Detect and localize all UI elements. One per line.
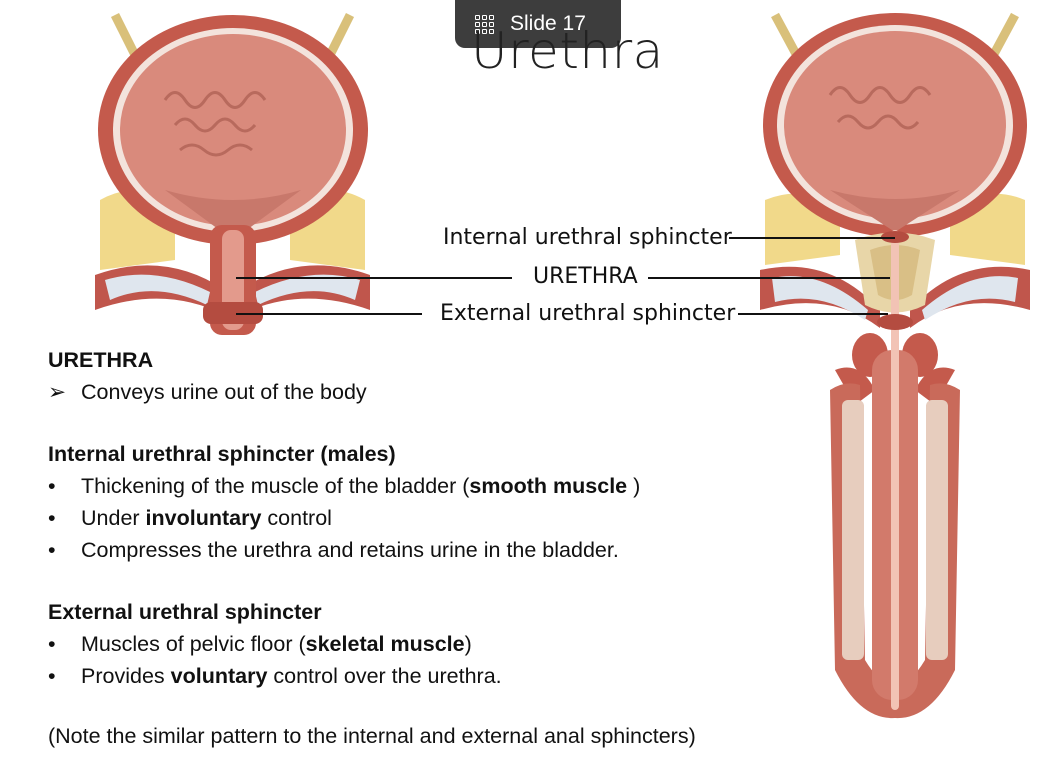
list-item-text: Conveys urine out of the body (81, 380, 367, 404)
dot-bullet-icon: • (48, 474, 56, 498)
section-heading: External urethral sphincter (48, 600, 322, 624)
list-item: • Compresses the urethra and retains uri… (48, 534, 640, 566)
male-bladder-illustration (760, 12, 1030, 719)
list-item: • Thickening of the muscle of the bladde… (48, 470, 640, 502)
internal-sphincter-label: Internal urethral sphincter (443, 225, 732, 250)
urethra-section: URETHRA ➢ Conveys urine out of the body (48, 344, 367, 408)
list-item-text: Thickening of the muscle of the bladder … (81, 474, 641, 498)
slide-indicator-button[interactable]: Slide 17 (455, 0, 621, 48)
section-heading: Internal urethral sphincter (males) (48, 442, 396, 466)
list-item-text: Under involuntary control (81, 506, 332, 530)
list-item: • Provides voluntary control over the ur… (48, 660, 502, 692)
female-bladder-illustration (95, 12, 370, 335)
section-heading: URETHRA (48, 348, 154, 372)
list-item: ➢ Conveys urine out of the body (48, 376, 367, 408)
external-sphincter-pointer-left (236, 313, 422, 315)
grid-icon (475, 14, 494, 34)
urethra-pointer-right (648, 277, 890, 279)
external-sphincter-label: External urethral sphincter (440, 301, 736, 326)
internal-sphincter-section: Internal urethral sphincter (males) • Th… (48, 438, 640, 566)
page-title: Urethra (471, 22, 664, 80)
external-sphincter-section: External urethral sphincter • Muscles of… (48, 596, 502, 692)
list-item-text: Provides voluntary control over the uret… (81, 664, 502, 688)
external-sphincter-pointer-right (738, 313, 888, 315)
dot-bullet-icon: • (48, 632, 56, 656)
list-item: • Under involuntary control (48, 502, 640, 534)
dot-bullet-icon: • (48, 664, 56, 688)
footnote: (Note the similar pattern to the interna… (48, 724, 696, 748)
dot-bullet-icon: • (48, 538, 56, 562)
list-item: • Muscles of pelvic floor (skeletal musc… (48, 628, 502, 660)
dot-bullet-icon: • (48, 506, 56, 530)
urethra-pointer-left (236, 277, 512, 279)
slide-label: Slide 17 (510, 12, 586, 35)
arrow-bullet-icon: ➢ (48, 380, 67, 404)
list-item-text: Muscles of pelvic floor (skeletal muscle… (81, 632, 472, 656)
urethra-label: URETHRA (533, 264, 638, 289)
internal-sphincter-pointer (729, 237, 895, 239)
list-item-text: Compresses the urethra and retains urine… (81, 538, 619, 562)
